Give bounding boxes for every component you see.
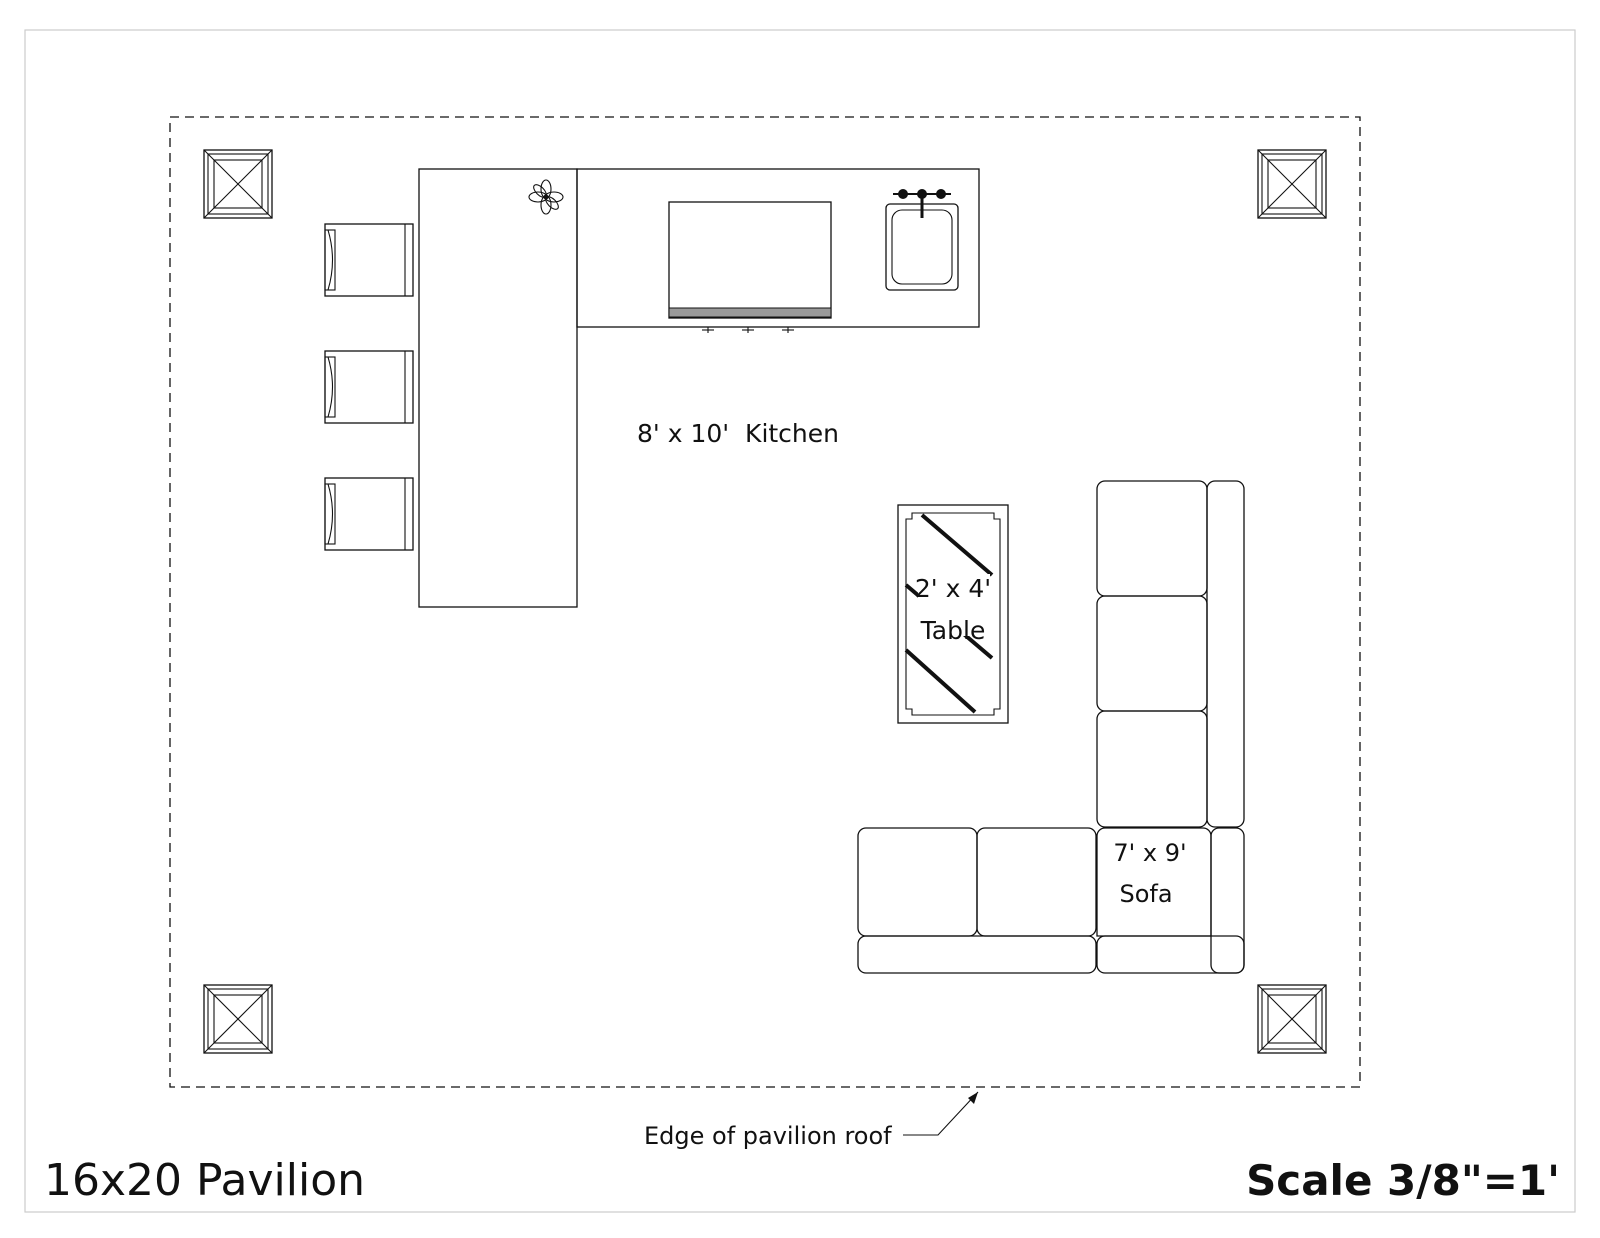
roof-edge-outline <box>169 116 1361 1088</box>
bar-stool-1 <box>324 223 414 297</box>
post-bottom-left <box>203 984 273 1054</box>
drawing-title: 16x20 Pavilion <box>44 1155 365 1206</box>
coffee-table <box>897 504 1009 724</box>
sofa-name-label: Sofa <box>1119 880 1172 908</box>
table-dimension-label: 2' x 4' <box>915 574 991 603</box>
kitchen-label: 8' x 10' Kitchen <box>637 419 839 448</box>
post-top-left <box>203 149 273 219</box>
plant-icon <box>528 179 564 215</box>
bar-stool-3 <box>324 477 414 551</box>
drawing-scale: Scale 3/8"=1' <box>1246 1156 1560 1205</box>
sheet-border <box>24 29 1576 1213</box>
sink-icon <box>885 189 959 291</box>
post-top-right <box>1257 149 1327 219</box>
sectional-sofa <box>857 480 1245 974</box>
roof-edge-leader <box>903 1091 979 1136</box>
table-name-label: Table <box>920 616 986 645</box>
grill-icon <box>668 201 832 333</box>
sofa-dimension-label: 7' x 9' <box>1113 839 1186 867</box>
kitchen-counter <box>418 168 980 608</box>
roof-edge-label: Edge of pavilion roof <box>644 1122 892 1150</box>
bar-stool-2 <box>324 350 414 424</box>
post-bottom-right <box>1257 984 1327 1054</box>
